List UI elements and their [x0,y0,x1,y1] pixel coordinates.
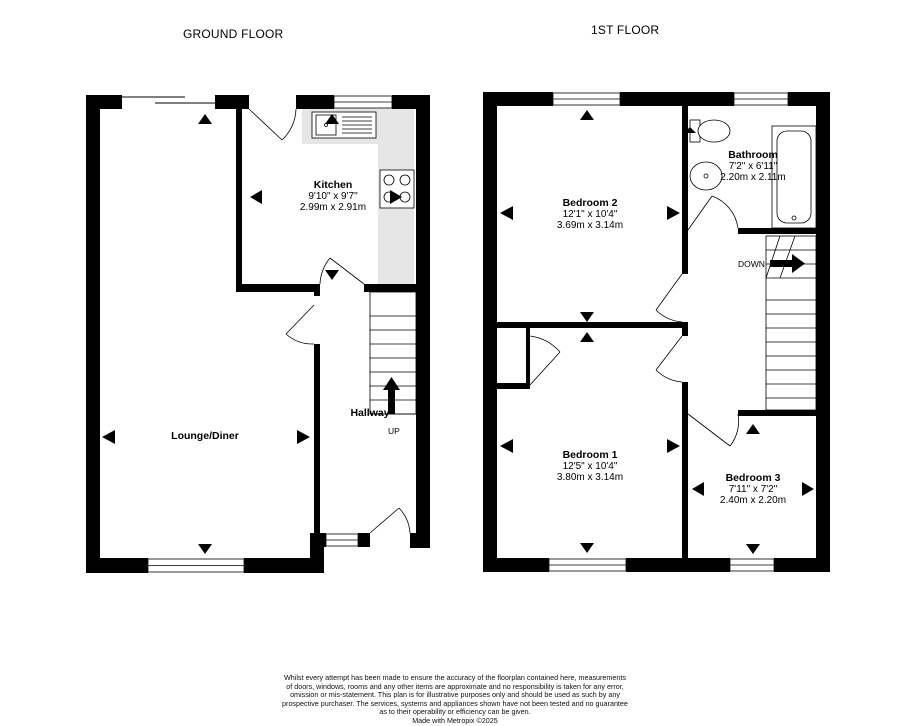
lounge-name: Lounge/Diner [171,430,239,442]
ground-floor-walls [86,95,430,573]
stairs-down-label: DOWN [738,259,765,269]
ground-floor-title: GROUND FLOOR [183,27,284,41]
kitchen-hob [379,169,415,209]
ground-floor-plan [86,95,430,573]
bedroom1-imperial: 12'5" x 10'4" [562,461,618,472]
ground-stairs [369,291,417,415]
first-stairs [765,235,817,411]
disclaimer-line: omission or mis-statement. This plan is … [290,690,620,700]
kitchen-metric: 2.99m x 2.91m [299,202,367,213]
kitchen-worktop-side [378,144,414,284]
disclaimer-line: Whilst every attempt has been made to en… [284,673,626,682]
bedroom3-metric: 2.40m x 2.20m [719,495,787,506]
ground-doors [248,108,411,534]
disclaimer-line: of doors, windows, rooms and any other i… [286,681,624,691]
lounge-label: Lounge/Diner [150,431,260,442]
bedroom3-name: Bedroom 3 [725,472,781,484]
bedroom2-name: Bedroom 2 [562,197,618,209]
bathroom-label: Bathroom 7'2" x 6'11" 2.20m x 2.11m [708,149,798,184]
hallway-label: Hallway [340,408,400,419]
bathroom-imperial: 7'2" x 6'11" [728,161,778,172]
hallway-name: Hallway [350,407,390,419]
sliding-door [122,96,215,104]
stairs-down-arrow [770,254,805,273]
first-floor-walls [483,92,830,572]
kitchen-label: Kitchen 9'10" x 9'7" 2.99m x 2.91m [283,179,383,214]
disclaimer-line: prospective purchaser. The services, sys… [282,698,628,708]
disclaimer-text: Whilst every attempt has been made to en… [270,673,640,726]
bedroom2-imperial: 12'1" x 10'4" [562,209,618,220]
ground-measure-markers [102,114,402,554]
bedroom2-metric: 3.69m x 3.14m [556,220,624,231]
bedroom2-label: Bedroom 2 12'1" x 10'4" 3.69m x 3.14m [540,197,640,232]
ground-windows [147,95,393,573]
stairs-up-arrow [383,377,400,414]
disclaimer-line: as to their operability or efficiency ca… [379,707,531,717]
metropix-credit: Made with Metropix ©2025 [412,715,498,725]
bedroom1-name: Bedroom 1 [562,449,618,461]
bedroom3-imperial: 7'11" x 7'2" [728,484,778,495]
stairs-up-label: UP [388,426,400,436]
kitchen-imperial: 9'10" x 9'7" [308,191,358,202]
first-floor-title: 1ST FLOOR [591,23,660,37]
bedroom3-label: Bedroom 3 7'11" x 7'2" 2.40m x 2.20m [703,472,803,507]
first-windows [548,92,789,572]
first-doors [529,195,739,447]
bedroom1-metric: 3.80m x 3.14m [556,472,624,483]
kitchen-sink [311,111,377,139]
kitchen-name: Kitchen [313,179,353,191]
bedroom1-label: Bedroom 1 12'5" x 10'4" 3.80m x 3.14m [540,449,640,484]
bathroom-name: Bathroom [728,149,778,161]
first-floor-plan [483,92,830,572]
first-measure-markers [500,110,814,554]
bathroom-fixtures [689,119,817,229]
bathroom-metric: 2.20m x 2.11m [720,172,786,183]
